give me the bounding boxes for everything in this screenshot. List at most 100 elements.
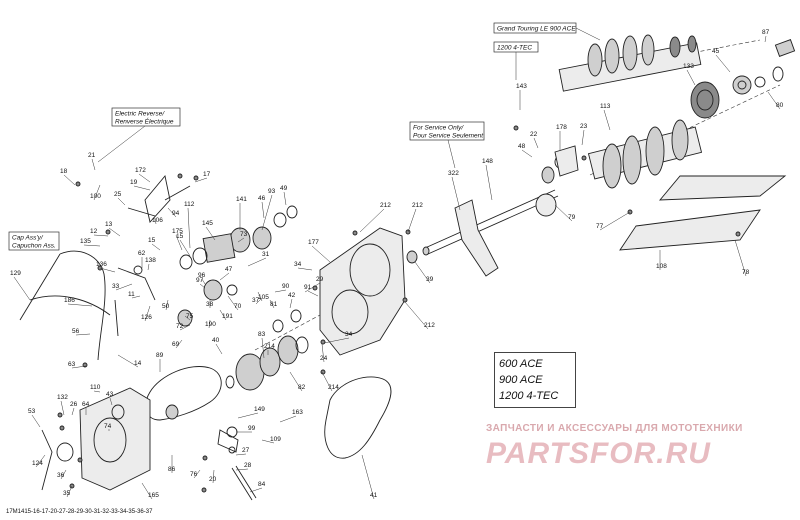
part-number-105: 105	[258, 294, 269, 301]
part-number-29: 29	[316, 276, 324, 283]
leader-line	[227, 295, 239, 311]
leader-line	[734, 239, 747, 277]
part-number-39: 39	[426, 276, 434, 283]
part-number-81: 81	[270, 301, 278, 308]
part-number-99: 99	[248, 425, 256, 432]
leader-line	[35, 454, 46, 468]
part-number-135: 135	[80, 238, 91, 245]
leader-line	[60, 400, 65, 416]
leader-line	[215, 343, 223, 355]
leader-line	[533, 137, 539, 149]
part-number-72: 72	[176, 323, 184, 330]
leader-line	[581, 129, 585, 146]
leader-line	[219, 272, 230, 281]
leader-line	[117, 354, 139, 368]
leader-line	[257, 291, 263, 302]
leader-line	[279, 415, 297, 423]
svg-text:Renverse Électrique: Renverse Électrique	[115, 117, 174, 126]
part-number-138: 138	[145, 257, 156, 264]
leader-line	[75, 333, 91, 336]
leader-line	[31, 414, 41, 428]
leader-line	[131, 295, 141, 299]
part-number-19: 19	[130, 179, 138, 186]
leader-line	[117, 197, 126, 206]
part-number-97: 97	[196, 277, 204, 284]
leader-line	[603, 109, 611, 131]
part-number-26: 26	[70, 401, 78, 408]
part-number-73: 73	[240, 231, 248, 238]
leader-line	[147, 263, 150, 271]
part-number-24: 24	[320, 355, 328, 362]
part-number-109: 109	[270, 436, 281, 443]
callout-electric-reverse: Electric Reverse/ Renverse Électrique	[97, 107, 181, 163]
leader-line	[179, 324, 191, 331]
part-number-27: 27	[242, 447, 250, 454]
leader-line	[255, 297, 263, 305]
part-number-212: 212	[380, 202, 391, 209]
part-number-75: 75	[186, 313, 194, 320]
leader-line	[133, 185, 151, 191]
leader-line	[93, 234, 109, 237]
part-number-17: 17	[203, 171, 211, 178]
leader-line	[144, 305, 151, 322]
part-number-46: 46	[258, 195, 266, 202]
part-number-93: 93	[268, 188, 276, 195]
part-number-112: 112	[184, 201, 195, 208]
part-number-36: 36	[57, 472, 65, 479]
part-number-21: 21	[88, 152, 96, 159]
part-number-132: 132	[57, 394, 68, 401]
reverse-linkage	[117, 174, 191, 301]
part-number-100: 100	[90, 193, 101, 200]
leader-line	[321, 371, 333, 392]
leader-line	[93, 184, 101, 201]
part-number-113: 113	[600, 103, 611, 110]
part-number-149: 149	[254, 406, 265, 413]
part-number-191: 191	[222, 313, 233, 320]
part-number-43: 43	[106, 391, 114, 398]
part-number-12: 12	[90, 228, 98, 235]
svg-text:For Service Only/: For Service Only/	[413, 125, 464, 132]
gearbox-housing-177	[254, 227, 406, 356]
leader-line	[764, 35, 767, 43]
part-number-13: 13	[105, 221, 113, 228]
leader-line	[212, 469, 215, 484]
part-number-90: 90	[282, 283, 290, 290]
leader-line	[323, 337, 350, 344]
leader-line	[767, 91, 781, 110]
part-number-77: 77	[596, 223, 604, 230]
input-shaft-grand-touring	[558, 34, 761, 92]
svg-text:1200 4-TEC: 1200 4-TEC	[497, 45, 532, 52]
part-number-96: 96	[198, 272, 206, 279]
leader-line	[261, 337, 265, 359]
leader-line	[71, 365, 87, 369]
part-number-11: 11	[128, 291, 135, 298]
leader-line	[205, 226, 216, 241]
part-number-53: 53	[28, 408, 36, 415]
part-number-37: 37	[252, 297, 260, 304]
leader-line	[361, 454, 375, 500]
part-number-214: 214	[328, 384, 339, 391]
leader-line	[269, 299, 275, 309]
part-number-70: 70	[234, 303, 242, 310]
leader-line	[247, 257, 267, 267]
part-number-14: 14	[134, 360, 142, 367]
part-number-163: 163	[292, 409, 303, 416]
leader-line	[237, 412, 259, 419]
part-number-63: 63	[68, 361, 76, 368]
cap-assembly-129	[19, 250, 119, 361]
part-number-79: 79	[568, 214, 576, 221]
leader-line	[289, 371, 303, 392]
part-number-91: 91	[304, 284, 312, 291]
part-number-165: 165	[148, 492, 159, 499]
leader-line	[261, 201, 265, 219]
part-number-175: 175	[172, 228, 183, 235]
part-number-41: 41	[370, 492, 378, 499]
part-number-84: 84	[258, 481, 266, 488]
part-number-18: 18	[60, 168, 68, 175]
part-number-56: 56	[72, 328, 80, 335]
part-number-23: 23	[580, 123, 588, 130]
callout-grand-touring: Grand Touring LE 900 ACE	[493, 22, 601, 41]
leader-line	[179, 239, 191, 257]
gasket-41	[324, 376, 392, 459]
